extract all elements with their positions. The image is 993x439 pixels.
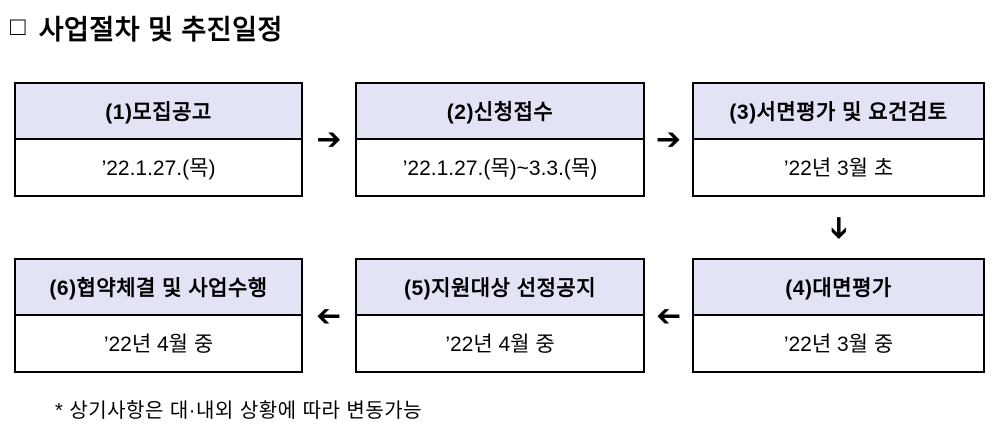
arrow-cell: ➔ — [303, 82, 355, 197]
arrow-cell: ➔ — [645, 82, 692, 197]
step-5-title: (5)지원대상 선정공지 — [357, 260, 643, 316]
step-box-6: (6)협약체결 및 사업수행 ’22년 4월 중 — [14, 258, 303, 373]
step-1-date: ’22.1.27.(목) — [101, 157, 216, 181]
step-box-3: (3)서면평가 및 요건검토 ’22년 3월 초 — [692, 82, 985, 197]
arrow-right-icon: ➔ — [316, 122, 342, 156]
arrow-cell: ➔ — [692, 197, 985, 258]
step-box-1: (1)모집공고 ’22.1.27.(목) — [14, 82, 303, 197]
arrow-right-icon: ➔ — [655, 122, 682, 156]
step-box-5: (5)지원대상 선정공지 ’22년 4월 중 — [355, 258, 645, 373]
footnote: * 상기사항은 대·내외 상황에 따라 변동가능 — [55, 400, 423, 422]
page-title: 사업절차 및 추진일정 — [38, 14, 283, 45]
step-2-date: ’22.1.27.(목)~3.3.(목) — [402, 157, 598, 181]
section-square-icon: □ — [10, 11, 26, 41]
step-2-title: (2)신청접수 — [357, 84, 643, 140]
process-flow-diagram: (1)모집공고 ’22.1.27.(목) ➔ (2)신청접수 ’22.1.27.… — [14, 82, 993, 373]
step-4-date: ’22년 3월 중 — [783, 333, 894, 357]
step-1-title: (1)모집공고 — [16, 84, 301, 140]
arrow-down-icon: ➔ — [822, 214, 856, 241]
section-title-row: □ 사업절차 및 추진일정 — [10, 10, 993, 45]
step-box-4: (4)대면평가 ’22년 3월 중 — [692, 258, 985, 373]
step-6-date: ’22년 4월 중 — [103, 333, 214, 357]
step-6-title: (6)협약체결 및 사업수행 — [16, 260, 301, 316]
arrow-cell: ➔ — [303, 258, 355, 373]
arrow-left-icon: ➔ — [316, 299, 342, 333]
step-4-title: (4)대면평가 — [694, 260, 983, 316]
step-5-date: ’22년 4월 중 — [445, 333, 555, 357]
step-box-2: (2)신청접수 ’22.1.27.(목)~3.3.(목) — [355, 82, 645, 197]
step-3-date: ’22년 3월 초 — [783, 157, 894, 181]
step-3-title: (3)서면평가 및 요건검토 — [694, 84, 983, 140]
arrow-left-icon: ➔ — [655, 299, 682, 333]
arrow-cell: ➔ — [645, 258, 692, 373]
